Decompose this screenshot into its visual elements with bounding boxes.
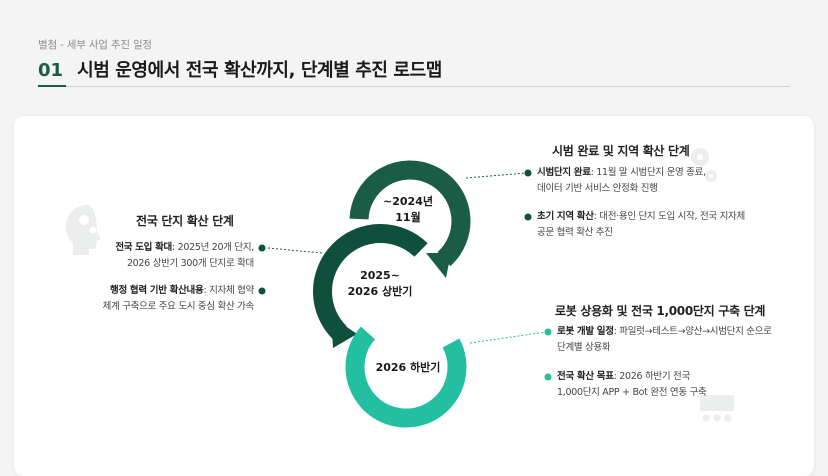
right-bottom-item-1-text2: 단계별 상용화 bbox=[557, 342, 611, 353]
stage-1-line2: 11월 bbox=[395, 211, 421, 224]
right-top-item-1: 시범단지 완료: 11월 말 시범단지 운영 종료, 데이터 기반 서비스 안정… bbox=[537, 165, 777, 197]
stage-1-arrowhead bbox=[426, 253, 451, 278]
right-top-section-title: 시범 완료 및 지역 확산 단계 bbox=[552, 144, 690, 158]
stage-2-line2: 2026 상반기 bbox=[347, 285, 413, 298]
right-bottom-item-1-label: 로봇 개발 일정 bbox=[557, 326, 614, 337]
stage-1-line1: ~2024년 bbox=[383, 195, 433, 208]
stage-3-line1: 2026 하반기 bbox=[375, 361, 441, 374]
left-section-title: 전국 단지 확산 단계 bbox=[136, 214, 234, 228]
team-icon bbox=[700, 395, 734, 422]
left-item-2-text2: 체계 구축으로 주요 도시 중심 확산 가속 bbox=[102, 301, 255, 312]
right-top-item-2-label: 초기 지역 확산 bbox=[537, 211, 594, 222]
breadcrumb: 별첨 - 세부 사업 추진 일정 bbox=[38, 39, 152, 51]
right-top-item-2-text2: 공문 협력 확산 추진 bbox=[537, 227, 613, 238]
right-top-item-2: 초기 지역 확산: 대전·용인 단지 도입 시작, 전국 지자체 공문 협력 확… bbox=[537, 209, 787, 241]
title-accent-bar bbox=[38, 85, 66, 87]
bullet-dots bbox=[258, 169, 552, 381]
right-top-item-1-label: 시범단지 완료 bbox=[537, 167, 591, 178]
left-item-1-text2: 2026 상반기 300개 단지로 확대 bbox=[126, 258, 254, 269]
right-bottom-item-1-text1: : 파일럿→테스트→양산→시범단지 순으로 bbox=[613, 326, 772, 337]
title-divider bbox=[38, 86, 790, 87]
right-bottom-item-2-text1: : 2026 하반기 전국 bbox=[613, 371, 691, 382]
gears-icon bbox=[691, 148, 717, 182]
page-title: 시범 운영에서 전국 확산까지, 단계별 추진 로드맵 bbox=[77, 60, 442, 81]
head-gears-icon bbox=[66, 205, 101, 255]
left-item-2-label: 행정 협력 기반 확산내용 bbox=[110, 285, 204, 296]
left-item-1-text1: : 2025년 20개 단지, bbox=[171, 242, 254, 253]
stage-2-line1: 2025~ bbox=[360, 269, 400, 282]
left-item-2-text1: : 지자체 협약 bbox=[203, 285, 254, 296]
right-bottom-item-1: 로봇 개발 일정: 파일럿→테스트→양산→시범단지 순으로 단계별 상용화 bbox=[557, 324, 807, 356]
section-number: 01 bbox=[38, 60, 64, 81]
right-bottom-item-2: 전국 확산 목표: 2026 하반기 전국 1,000단지 APP + Bot … bbox=[557, 369, 807, 401]
right-bottom-section-title: 로봇 상용화 및 전국 1,000단지 구축 단계 bbox=[555, 304, 766, 318]
stage-ring-2024 bbox=[349, 160, 471, 278]
right-top-item-1-text2: 데이터 기반 서비스 안정화 진행 bbox=[537, 183, 658, 194]
right-top-item-2-text1: : 대전·용인 단지 도입 시작, 전국 지자체 bbox=[593, 211, 746, 222]
stage-ring-2025 bbox=[313, 224, 428, 348]
left-item-1-label: 전국 도입 확대 bbox=[115, 242, 172, 253]
right-top-item-1-text1: : 11월 말 시범단지 운영 종료, bbox=[590, 167, 706, 178]
stage-2-label: 2025~ 2026 상반기 bbox=[330, 268, 430, 300]
page-title-row: 01 시범 운영에서 전국 확산까지, 단계별 추진 로드맵 bbox=[38, 56, 442, 82]
connector-lines bbox=[267, 172, 547, 344]
stage-3-label: 2026 하반기 bbox=[368, 360, 448, 376]
stage-2-arrowhead bbox=[331, 316, 357, 348]
stage-1-label: ~2024년 11월 bbox=[383, 194, 433, 226]
left-item-2: 행정 협력 기반 확산내용: 지자체 협약 체계 구축으로 주요 도시 중심 확… bbox=[60, 283, 255, 315]
stage-ring-2026 bbox=[345, 326, 467, 428]
right-bottom-item-2-text2: 1,000단지 APP + Bot 완전 연동 구축 bbox=[557, 387, 707, 398]
left-item-1: 전국 도입 확대: 2025년 20개 단지, 2026 상반기 300개 단지… bbox=[88, 240, 254, 272]
right-bottom-item-2-label: 전국 확산 목표 bbox=[557, 371, 614, 382]
roadmap-diagram bbox=[66, 148, 734, 428]
